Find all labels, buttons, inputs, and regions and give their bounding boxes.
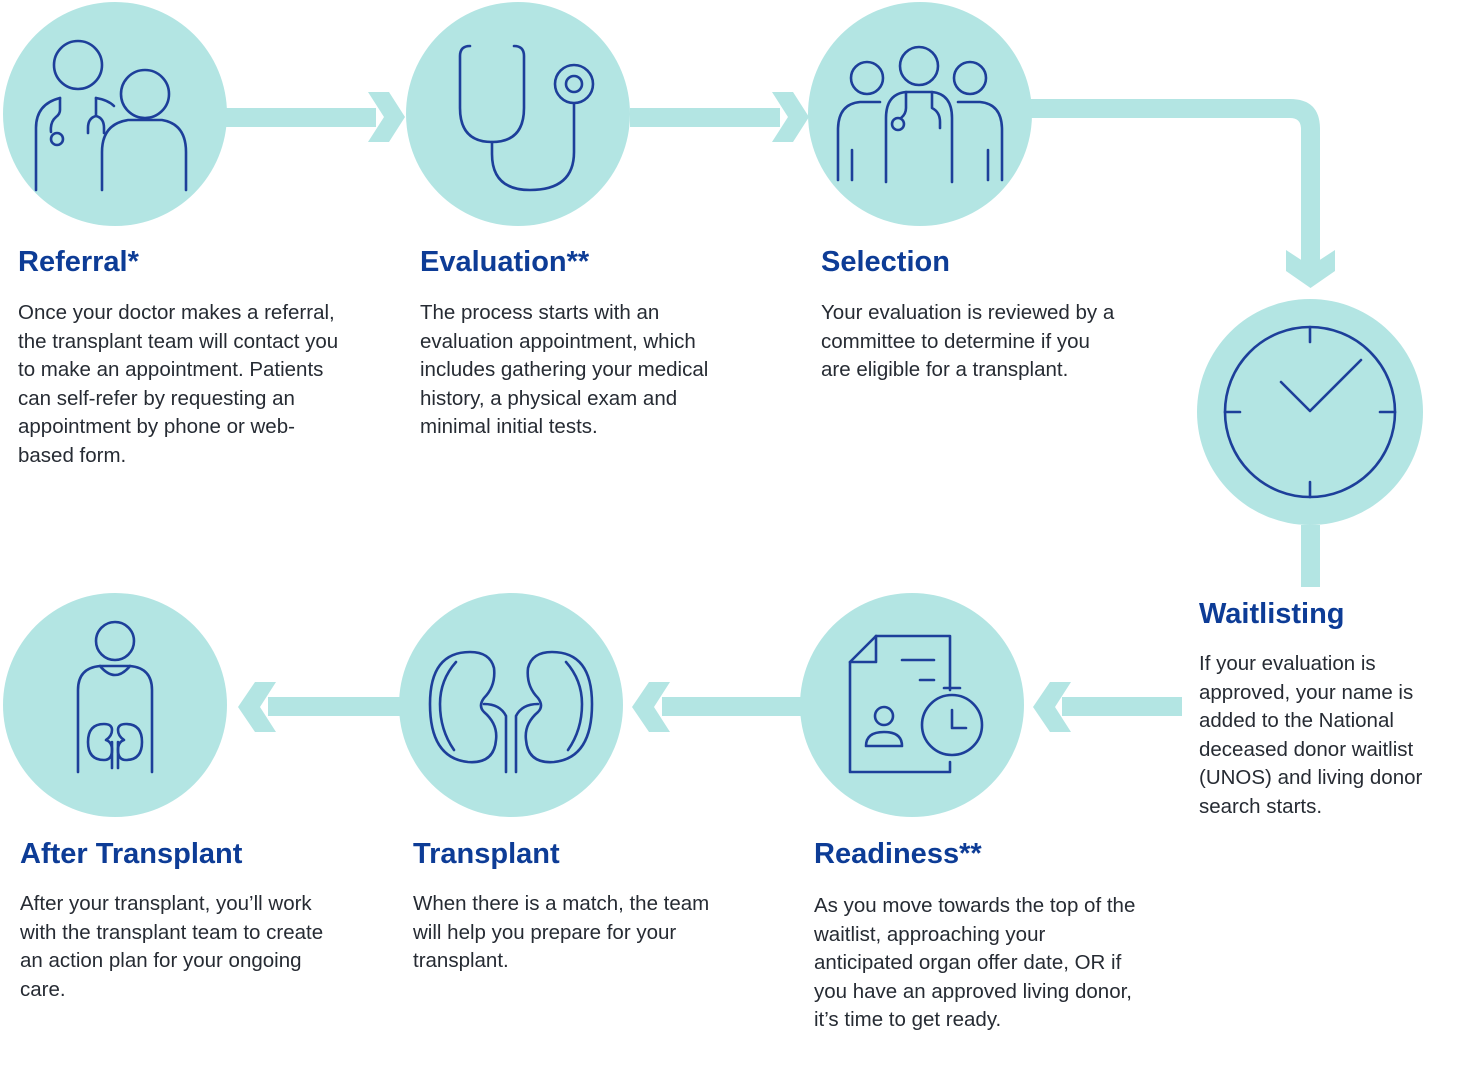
step-title-waitlisting: Waitlisting <box>1199 598 1345 630</box>
circle-readiness <box>800 593 1024 817</box>
connector-arrow-waitlisting-readiness <box>1033 682 1182 732</box>
step-title-transplant: Transplant <box>413 838 560 870</box>
document-timer-icon <box>848 634 984 774</box>
connectors <box>226 92 1335 732</box>
step-description-after-transplant: After your transplant, you’ll work with … <box>20 892 324 1001</box>
step-circles <box>3 2 1423 817</box>
step-description-selection: Your evaluation is reviewed by a committ… <box>821 301 1115 381</box>
doctor-patient-icon <box>34 39 188 192</box>
step-description-evaluation: The process starts with an evaluation ap… <box>420 301 709 438</box>
step-description-transplant: When there is a match, the team will hel… <box>413 892 710 972</box>
connector-arrow-selection-waitlisting <box>1030 99 1335 288</box>
connector-stem-waitlisting <box>1301 525 1320 587</box>
step-description-readiness: As you move towards the top of the waitl… <box>814 894 1136 1031</box>
clock-icon <box>1223 325 1397 499</box>
circle-referral <box>3 2 227 226</box>
circle-selection <box>808 2 1032 226</box>
step-title-selection: Selection <box>821 246 950 278</box>
stethoscope-icon <box>458 44 595 192</box>
step-title-readiness: Readiness** <box>814 838 982 870</box>
kidneys-icon <box>428 650 594 774</box>
icons <box>34 39 1397 774</box>
step-title-referral: Referral* <box>18 246 139 278</box>
step-description-waitlisting: If your evaluation is approved, your nam… <box>1199 652 1423 818</box>
connector-arrow-readiness-transplant <box>632 682 802 732</box>
committee-icon <box>836 45 1004 184</box>
step-title-after-transplant: After Transplant <box>20 838 243 870</box>
connector-arrow-transplant-after <box>238 682 408 732</box>
person-kidney-icon <box>76 620 154 774</box>
step-title-evaluation: Evaluation** <box>420 246 590 278</box>
step-description-referral: Once your doctor makes a referral, the t… <box>18 301 339 467</box>
circle-evaluation <box>406 2 630 226</box>
circle-after <box>3 593 227 817</box>
connector-arrow-evaluation-selection <box>630 92 809 142</box>
connector-arrow-referral-evaluation <box>226 92 405 142</box>
circle-transplant <box>399 593 623 817</box>
